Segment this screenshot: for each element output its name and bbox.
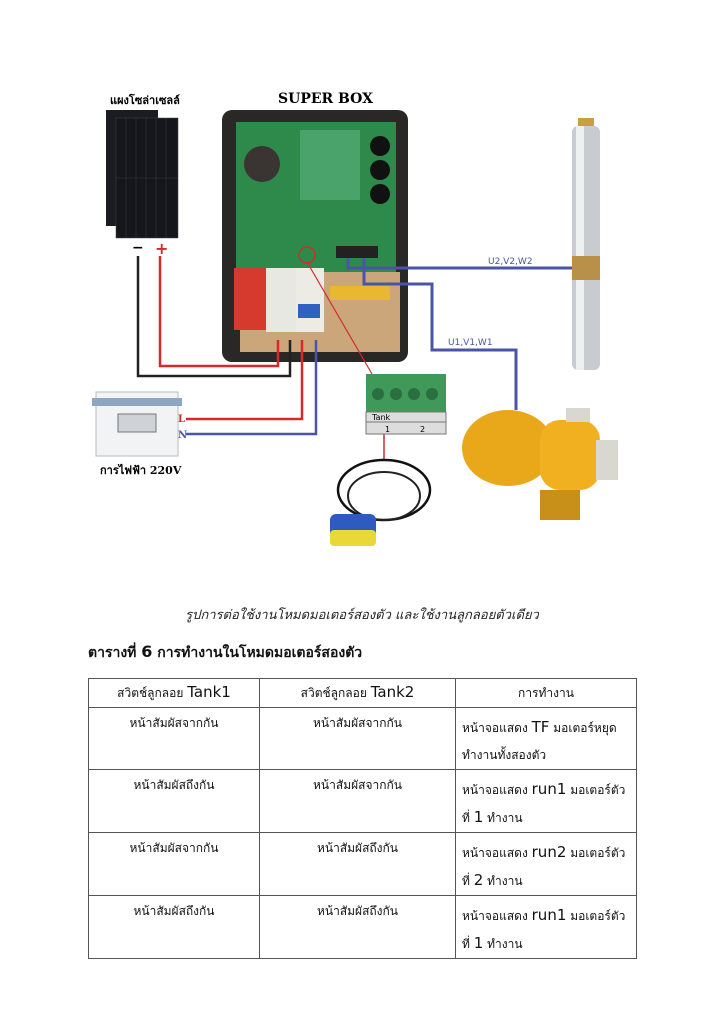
cell-operation: หน้าจอแสดง TF มอเตอร์หยุดทำงานทั้งสองตัว (455, 707, 637, 770)
cell-tank2: หน้าสัมผัสถึงกัน (259, 832, 456, 896)
superbox-image (222, 110, 408, 362)
table-row: หน้าสัมผัสถึงกัน หน้าสัมผัสจากกัน หน้าจอ… (88, 769, 637, 833)
operation-table: สวิตช์ลูกลอย Tank1 สวิตช์ลูกลอย Tank2 กา… (88, 678, 637, 959)
tank2-label: 2 (420, 425, 425, 434)
op-motor-number: 2 (473, 871, 484, 889)
header-tank2-th: สวิตช์ลูกลอย (300, 686, 367, 700)
minus-terminal-label: − (132, 240, 144, 256)
table-title-prefix: ตารางที่ (88, 645, 137, 661)
op-text: หน้าจอแสดง (462, 783, 528, 797)
op-text: มอเตอร์หยุด (553, 721, 617, 735)
n-label: N (178, 430, 187, 441)
header-tank1: สวิตช์ลูกลอย Tank1 (88, 678, 260, 708)
table-header-row: สวิตช์ลูกลอย Tank1 สวิตช์ลูกลอย Tank2 กา… (88, 678, 637, 708)
op-motor-number: 1 (473, 808, 484, 826)
op-motor-number: 1 (473, 934, 484, 952)
table-number: 6 (141, 642, 153, 661)
grid-power-label: การไฟฟ้า 220V (100, 463, 182, 477)
header-tank2-en: Tank2 (370, 683, 415, 701)
op-text: มอเตอร์ตัว (570, 846, 626, 860)
float-switch-image (330, 458, 432, 546)
motor1-wire (362, 258, 518, 410)
breaker-panel-image (92, 391, 182, 457)
op-text: ที่ (462, 811, 470, 825)
cell-operation: หน้าจอแสดง run2 มอเตอร์ตัวที่ 2 ทำงาน (455, 832, 637, 896)
table-row: หน้าสัมผัสจากกัน หน้าสัมผัสจากกัน หน้าจอ… (88, 707, 637, 770)
solar-panel-image (106, 110, 179, 239)
tank-terminal-image (365, 374, 447, 435)
cell-tank1: หน้าสัมผัสจากกัน (88, 707, 260, 770)
op-text: มอเตอร์ตัว (570, 909, 626, 923)
cell-tank1: หน้าสัมผัสถึงกัน (88, 895, 260, 959)
cell-operation: หน้าจอแสดง run1 มอเตอร์ตัวที่ 1 ทำงาน (455, 895, 637, 959)
cell-tank2: หน้าสัมผัสจากกัน (259, 707, 456, 770)
grid-n-wire (186, 340, 318, 436)
table-row: หน้าสัมผัสถึงกัน หน้าสัมผัสถึงกัน หน้าจอ… (88, 895, 637, 959)
plus-terminal-label: + (155, 239, 168, 258)
op-text: หน้าจอแสดง (462, 721, 528, 735)
wiring-diagram: แผงโซล่าเซลล์ − + SUPER BOX U2,V2,W2 U1,… (92, 91, 618, 546)
cell-tank2: หน้าสัมผัสจากกัน (259, 769, 456, 833)
cell-operation: หน้าจอแสดง run1 มอเตอร์ตัวที่ 1 ทำงาน (455, 769, 637, 833)
op-text: ที่ (462, 874, 470, 888)
op-code: run1 (531, 780, 567, 798)
cell-tank2: หน้าสัมผัสถึงกัน (259, 895, 456, 959)
op-text: ทำงาน (487, 874, 523, 888)
op-text: ที่ (462, 937, 470, 951)
header-operation: การทำงาน (455, 678, 637, 708)
header-tank1-en: Tank1 (187, 683, 231, 701)
op-text: ทำงานทั้งสองตัว (462, 748, 547, 762)
op-text: มอเตอร์ตัว (570, 783, 626, 797)
centrifugal-pump-image (462, 408, 618, 520)
op-text: ทำงาน (487, 811, 523, 825)
table-title-text: การทำงานในโหมดมอเตอร์สองตัว (157, 645, 363, 661)
op-code: run1 (531, 906, 567, 924)
header-tank2: สวิตช์ลูกลอย Tank2 (259, 678, 456, 708)
op-code: TF (531, 718, 550, 736)
cell-tank1: หน้าสัมผัสถึงกัน (88, 769, 260, 833)
solar-label: แผงโซล่าเซลล์ (110, 93, 180, 107)
tank-label: Tank (371, 413, 391, 422)
float-signal-wire (306, 261, 373, 375)
tank1-label: 1 (385, 425, 390, 434)
motor2-wire (346, 258, 572, 270)
op-text: ทำงาน (487, 937, 523, 951)
superbox-label: SUPER BOX (278, 91, 373, 107)
op-text: หน้าจอแสดง (462, 909, 528, 923)
table-title: ตารางที่ 6 การทำงานในโหมดมอเตอร์สองตัว (88, 642, 362, 664)
op-code: run2 (531, 843, 567, 861)
submersible-pump-image (572, 118, 600, 370)
motor1-wire-label: U1,V1,W1 (448, 338, 493, 348)
figure-caption: รูปการต่อใช้งานโหมดมอเตอร์สองตัว และใช้ง… (185, 608, 539, 623)
motor2-wire-label: U2,V2,W2 (488, 257, 533, 267)
op-text: หน้าจอแสดง (462, 846, 528, 860)
grid-l-wire (186, 340, 304, 421)
solar-plus-wire (158, 256, 280, 368)
header-tank1-th: สวิตช์ลูกลอย (117, 686, 184, 700)
table-row: หน้าสัมผัสจากกัน หน้าสัมผัสถึงกัน หน้าจอ… (88, 832, 637, 896)
cell-tank1: หน้าสัมผัสจากกัน (88, 832, 260, 896)
solar-minus-wire (136, 256, 292, 378)
l-label: L (178, 414, 185, 425)
